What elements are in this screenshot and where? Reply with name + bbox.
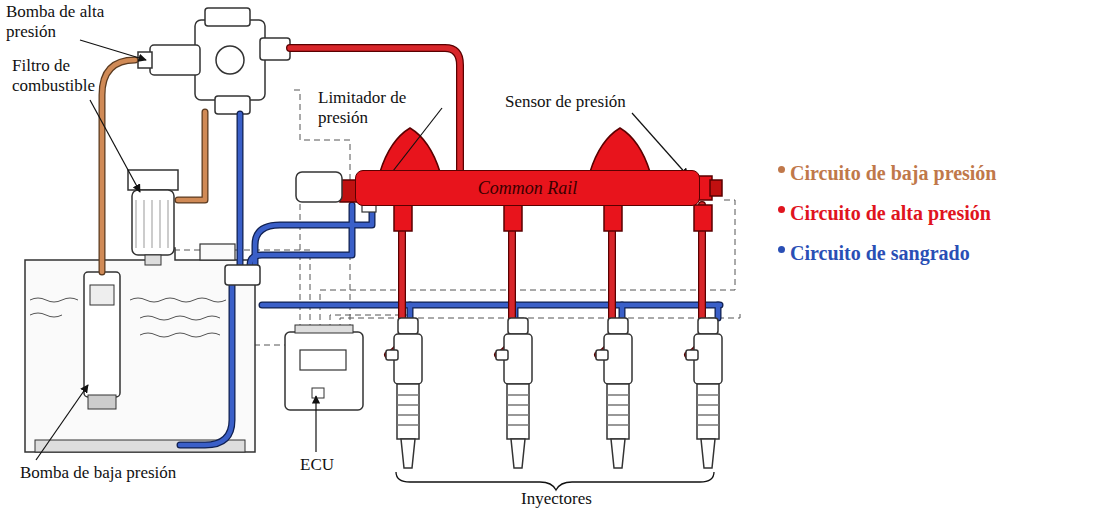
legend: Circuito de baja presiónCircuito de alta… (778, 153, 997, 273)
low-pressure-pump (84, 272, 120, 409)
legend-text: Circuito de alta presión (790, 202, 991, 225)
low-pressure-pipe (102, 60, 205, 272)
legend-swatch (778, 246, 785, 253)
ecu-box (285, 325, 363, 410)
high-pressure-pipe (290, 48, 702, 355)
rail-detail (340, 128, 722, 231)
legend-row: Circuito de alta presión (778, 193, 997, 233)
rail-label: Common Rail (478, 178, 578, 199)
part-label: Filtro de combustible (12, 56, 120, 96)
high-pressure-pump (138, 8, 290, 114)
return-pipe (180, 114, 720, 445)
legend-row: Circuito de baja presión (778, 153, 997, 193)
injector (386, 318, 722, 468)
legend-swatch (778, 166, 785, 173)
legend-text: Circuito de baja presión (790, 162, 997, 185)
part-label: Limitador de presión (318, 88, 450, 128)
injector-brace (396, 472, 714, 490)
fuel-tank (25, 244, 255, 452)
part-label: Bomba de alta presión (6, 2, 118, 42)
part-label: Bomba de baja presión (20, 463, 180, 483)
legend-row: Circuito de sangrado (778, 233, 997, 273)
part-label: Inyectores (521, 489, 592, 509)
part-label: Sensor de presión (505, 92, 626, 112)
part-label: ECU (300, 455, 334, 475)
common-rail: Common Rail (355, 170, 700, 206)
legend-text: Circuito de sangrado (790, 242, 970, 265)
leader-line (36, 40, 688, 460)
legend-swatch (778, 206, 785, 213)
